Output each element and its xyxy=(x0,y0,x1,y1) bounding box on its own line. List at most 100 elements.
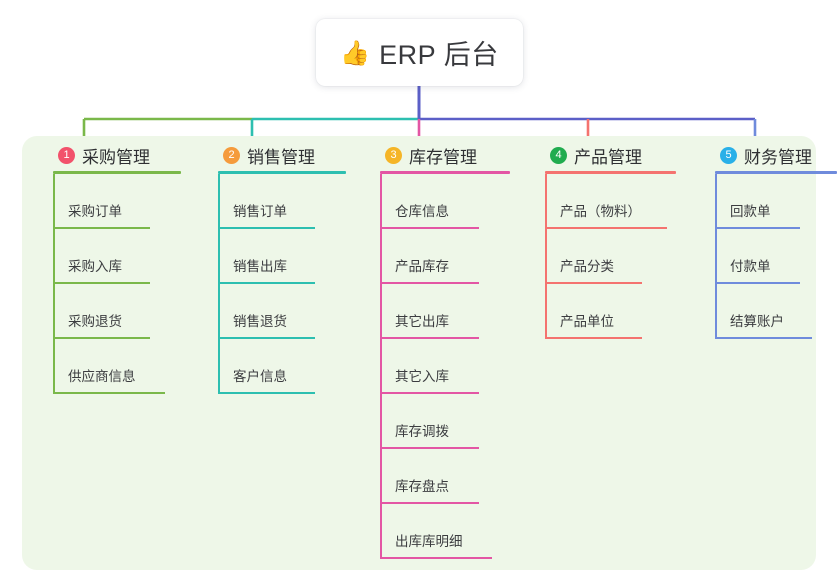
branch-header-5[interactable]: 5 财务管理 xyxy=(702,136,839,174)
leaf-underline xyxy=(53,282,150,284)
branch-rule-1 xyxy=(53,171,181,174)
leaf-underline xyxy=(380,282,479,284)
leaf-label: 回款单 xyxy=(730,204,771,219)
leaf-underline xyxy=(218,337,315,339)
leaf-item[interactable]: 产品（物料） xyxy=(532,174,702,229)
leaf-item[interactable]: 采购订单 xyxy=(40,174,200,229)
leaf-underline xyxy=(715,282,800,284)
leaf-label: 销售订单 xyxy=(233,204,287,219)
leaf-item[interactable]: 出库库明细 xyxy=(367,504,532,559)
leaf-underline xyxy=(715,227,800,229)
leaf-spine xyxy=(545,229,547,284)
branch-title-4: 产品管理 xyxy=(574,147,642,167)
leaf-item[interactable]: 产品库存 xyxy=(367,229,532,284)
leaf-spine xyxy=(218,284,220,339)
leaf-spine xyxy=(715,284,717,339)
leaf-spine xyxy=(380,284,382,339)
leaf-label: 产品单位 xyxy=(560,314,614,329)
branch-column-2: 2 销售管理销售订单销售出库销售退货客户信息 xyxy=(205,136,367,394)
leaf-item[interactable]: 回款单 xyxy=(702,174,839,229)
branch-header-2[interactable]: 2 销售管理 xyxy=(205,136,367,174)
leaf-item[interactable]: 其它入库 xyxy=(367,339,532,394)
branch-header-3[interactable]: 3 库存管理 xyxy=(367,136,532,174)
leaf-label: 仓库信息 xyxy=(395,204,449,219)
branch-badge-1: 1 xyxy=(58,146,75,164)
leaf-spine xyxy=(380,339,382,394)
mindmap-panel: 1 采购管理采购订单采购入库采购退货供应商信息 2 销售管理销售订单销售出库销售退货客… xyxy=(22,136,837,570)
leaf-label: 销售出库 xyxy=(233,259,287,274)
branch-title-5: 财务管理 xyxy=(744,147,812,167)
branch-title-1: 采购管理 xyxy=(82,147,150,167)
branch-column-5: 5 财务管理回款单付款单结算账户 xyxy=(702,136,839,339)
leaf-item[interactable]: 其它出库 xyxy=(367,284,532,339)
branch-title-3: 库存管理 xyxy=(409,147,477,167)
branch-badge-4: 4 xyxy=(550,146,567,164)
branch-badge-3: 3 xyxy=(385,146,402,164)
leaf-underline xyxy=(218,227,315,229)
leaf-spine xyxy=(715,229,717,284)
leaf-underline xyxy=(380,392,479,394)
leaf-label: 采购入库 xyxy=(68,259,122,274)
leaf-item[interactable]: 销售退货 xyxy=(205,284,367,339)
leaf-label: 付款单 xyxy=(730,259,771,274)
leaf-item[interactable]: 采购入库 xyxy=(40,229,200,284)
leaf-label: 结算账户 xyxy=(730,314,784,329)
root-node-card[interactable]: 👍 ERP 后台 xyxy=(316,19,523,86)
branch-rule-3 xyxy=(380,171,510,174)
branch-rule-4 xyxy=(545,171,676,174)
leaf-item[interactable]: 库存调拨 xyxy=(367,394,532,449)
leaf-spine xyxy=(545,174,547,229)
leaf-spine xyxy=(218,339,220,394)
leaf-spine xyxy=(218,229,220,284)
leaf-underline xyxy=(218,282,315,284)
leaf-underline xyxy=(545,337,642,339)
leaf-item[interactable]: 库存盘点 xyxy=(367,449,532,504)
leaf-item[interactable]: 供应商信息 xyxy=(40,339,200,394)
leaf-item[interactable]: 产品单位 xyxy=(532,284,702,339)
leaf-label: 其它出库 xyxy=(395,314,449,329)
leaf-label: 产品分类 xyxy=(560,259,614,274)
branch-rule-5 xyxy=(715,171,837,174)
leaf-item[interactable]: 仓库信息 xyxy=(367,174,532,229)
branch-column-4: 4 产品管理产品（物料） 产品分类产品单位 xyxy=(532,136,702,339)
leaf-label: 客户信息 xyxy=(233,369,287,384)
leaf-underline xyxy=(380,557,492,559)
leaf-item[interactable]: 采购退货 xyxy=(40,284,200,339)
thumbs-up-icon: 👍 xyxy=(340,39,371,67)
branch-badge-2: 2 xyxy=(223,146,240,164)
leaf-spine xyxy=(380,394,382,449)
leaf-spine xyxy=(380,174,382,229)
leaf-label: 出库库明细 xyxy=(395,534,463,549)
leaf-label: 产品（物料） xyxy=(560,204,641,219)
branch-header-1[interactable]: 1 采购管理 xyxy=(40,136,200,174)
leaf-label: 库存盘点 xyxy=(395,479,449,494)
leaf-underline xyxy=(715,337,812,339)
leaf-underline xyxy=(218,392,315,394)
leaf-item[interactable]: 结算账户 xyxy=(702,284,839,339)
root-node-title: ERP 后台 xyxy=(379,40,499,70)
leaf-underline xyxy=(380,502,479,504)
leaf-underline xyxy=(380,447,479,449)
leaf-spine xyxy=(545,284,547,339)
leaf-item[interactable]: 付款单 xyxy=(702,229,839,284)
leaf-label: 产品库存 xyxy=(395,259,449,274)
branch-header-4[interactable]: 4 产品管理 xyxy=(532,136,702,174)
leaf-underline xyxy=(545,282,642,284)
leaf-item[interactable]: 销售订单 xyxy=(205,174,367,229)
branch-title-2: 销售管理 xyxy=(247,147,315,167)
branch-badge-5: 5 xyxy=(720,146,737,164)
leaf-label: 销售退货 xyxy=(233,314,287,329)
leaf-item[interactable]: 销售出库 xyxy=(205,229,367,284)
leaf-item[interactable]: 产品分类 xyxy=(532,229,702,284)
leaf-label: 供应商信息 xyxy=(68,369,136,384)
leaf-label: 其它入库 xyxy=(395,369,449,384)
leaf-label: 采购订单 xyxy=(68,204,122,219)
leaf-spine xyxy=(53,339,55,394)
branch-column-3: 3 库存管理仓库信息产品库存其它出库其它入库库存调拨库存盘点出库库明细 xyxy=(367,136,532,559)
leaf-spine xyxy=(53,229,55,284)
leaf-spine xyxy=(218,174,220,229)
leaf-underline xyxy=(53,392,165,394)
leaf-item[interactable]: 客户信息 xyxy=(205,339,367,394)
leaf-underline xyxy=(53,227,150,229)
leaf-underline xyxy=(380,337,479,339)
